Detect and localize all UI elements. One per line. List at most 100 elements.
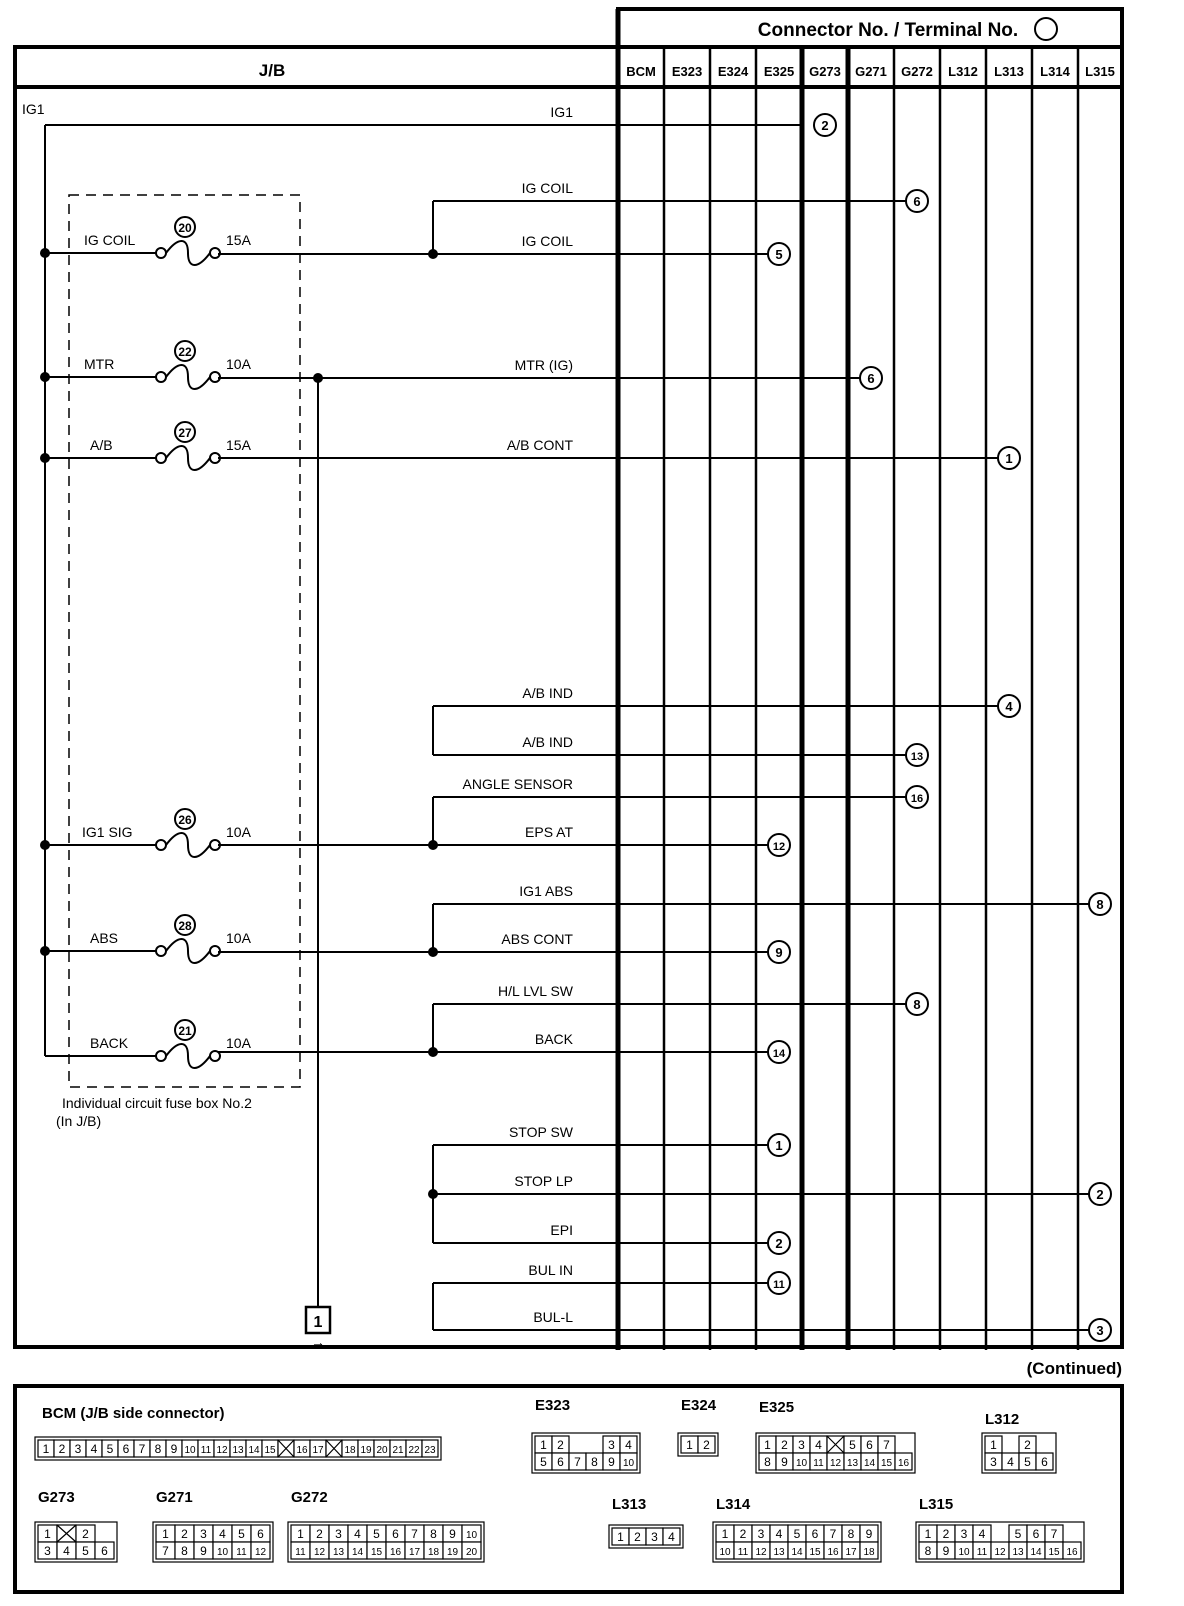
- pin-number: 20: [466, 1547, 478, 1558]
- pin-number: 3: [200, 1527, 207, 1541]
- circuit-label: STOP SW: [509, 1124, 574, 1140]
- pin-number: 3: [608, 1438, 615, 1452]
- fuse-box-label: Individual circuit fuse box No.2: [62, 1095, 252, 1111]
- circuit-label: IG1 ABS: [519, 883, 573, 899]
- pin-number: 3: [44, 1544, 51, 1558]
- terminal-marker: [997, 446, 1021, 470]
- pin-number: 15: [809, 1547, 821, 1558]
- column-header-l312: L312: [948, 64, 978, 79]
- fuse-terminal: [155, 452, 167, 464]
- fuse-rating: 10A: [226, 356, 252, 372]
- terminal-number: 2: [821, 118, 828, 133]
- terminal-number: 12: [773, 841, 785, 853]
- pin-number: 9: [608, 1455, 615, 1469]
- offpage-arrow-icon: →: [311, 1334, 325, 1350]
- pin-number: 7: [139, 1442, 146, 1456]
- column-header-l315: L315: [1085, 64, 1115, 79]
- fuse-label: A/B: [90, 437, 113, 453]
- column-header-bcm: BCM: [626, 64, 656, 79]
- connector-housing: [152, 1521, 274, 1563]
- pin-number: 9: [943, 1544, 950, 1558]
- fuse-rating: 10A: [226, 1035, 252, 1051]
- pin-number: 7: [411, 1527, 418, 1541]
- column-header-g271: G271: [855, 64, 887, 79]
- pin-number: 7: [1051, 1527, 1058, 1541]
- pin-number: 13: [847, 1458, 859, 1469]
- pin-number: 2: [59, 1442, 66, 1456]
- fuse-box-outline: [68, 194, 301, 1088]
- pin-number: 7: [830, 1527, 837, 1541]
- connector-pin: [859, 1541, 879, 1560]
- column-header-e324: E324: [718, 64, 749, 79]
- pin-number: 14: [248, 1445, 260, 1456]
- fuse-box-sublabel: (In J/B): [56, 1113, 101, 1129]
- pin-number: 10: [719, 1547, 731, 1558]
- column-header-g272: G272: [901, 64, 933, 79]
- pin-number: 15: [1048, 1547, 1060, 1558]
- pin-number: 4: [776, 1527, 783, 1541]
- terminal-marker: [905, 189, 929, 213]
- fuse-icon: [165, 445, 211, 471]
- pin-number: 12: [255, 1547, 267, 1558]
- fuse-terminal: [155, 839, 167, 851]
- fuse-icon: [165, 938, 211, 964]
- pin-number: 1: [297, 1527, 304, 1541]
- connector-housing: [531, 1432, 641, 1474]
- terminal-number: 2: [775, 1236, 782, 1251]
- fuse-terminal: [155, 945, 167, 957]
- circuit-label: H/L LVL SW: [498, 983, 574, 999]
- fuse-number-circle: [174, 1019, 196, 1041]
- pin-number: 9: [171, 1442, 178, 1456]
- connector-housing: [34, 1436, 442, 1461]
- connector-pin: [461, 1541, 482, 1560]
- fuse-terminal: [155, 247, 167, 259]
- pin-number: 2: [82, 1527, 89, 1541]
- terminal-number: 6: [913, 194, 920, 209]
- circuit-label: MTR (IG): [515, 357, 573, 373]
- pin-number: 5: [238, 1527, 245, 1541]
- terminal-number: 4: [1005, 699, 1013, 714]
- connector-pin: [421, 1439, 439, 1458]
- terminal-number: 16: [911, 793, 923, 805]
- fuse-label: MTR: [84, 356, 114, 372]
- connector-housing: [981, 1432, 1057, 1474]
- blank-pin-icon: [325, 1439, 343, 1458]
- circuit-label: BUL-L: [533, 1309, 573, 1325]
- connector-housing: [287, 1521, 485, 1563]
- terminal-marker: [767, 940, 791, 964]
- connector-pin: [1035, 1452, 1054, 1471]
- pin-number: 10: [796, 1458, 808, 1469]
- terminal-marker: [1088, 892, 1112, 916]
- circuit-label: EPI: [550, 1222, 573, 1238]
- pin-number: 7: [162, 1544, 169, 1558]
- blank-pin-icon: [56, 1524, 77, 1543]
- ig1-feed-label: IG1: [22, 101, 45, 117]
- terminal-marker: [767, 1231, 791, 1255]
- pin-number: 5: [540, 1455, 547, 1469]
- terminal-number: 8: [913, 997, 920, 1012]
- pin-number: 11: [236, 1547, 247, 1558]
- pin-number: 1: [162, 1527, 169, 1541]
- fuse-number: 22: [178, 345, 192, 359]
- pin-number: 1: [764, 1438, 771, 1452]
- fuse-terminal: [155, 371, 167, 383]
- terminal-circle-icon: [1034, 17, 1058, 41]
- pin-number: 14: [352, 1547, 364, 1558]
- pin-number: 13: [333, 1547, 345, 1558]
- pin-number: 5: [794, 1527, 801, 1541]
- circuit-label: A/B CONT: [507, 437, 574, 453]
- pin-number: 10: [217, 1547, 229, 1558]
- pin-number: 15: [264, 1445, 276, 1456]
- fuse-rating: 15A: [226, 437, 252, 453]
- pin-number: 1: [44, 1527, 51, 1541]
- pin-number: 3: [798, 1438, 805, 1452]
- terminal-number: 3: [1096, 1323, 1103, 1338]
- pin-number: 3: [651, 1530, 658, 1544]
- connector-housing: [712, 1521, 882, 1563]
- terminal-marker: [905, 743, 929, 767]
- connector-housing: [34, 1521, 118, 1563]
- pin-number: 4: [63, 1544, 70, 1558]
- pin-number: 20: [376, 1445, 388, 1456]
- pin-number: 3: [758, 1527, 765, 1541]
- pin-number: 3: [961, 1527, 968, 1541]
